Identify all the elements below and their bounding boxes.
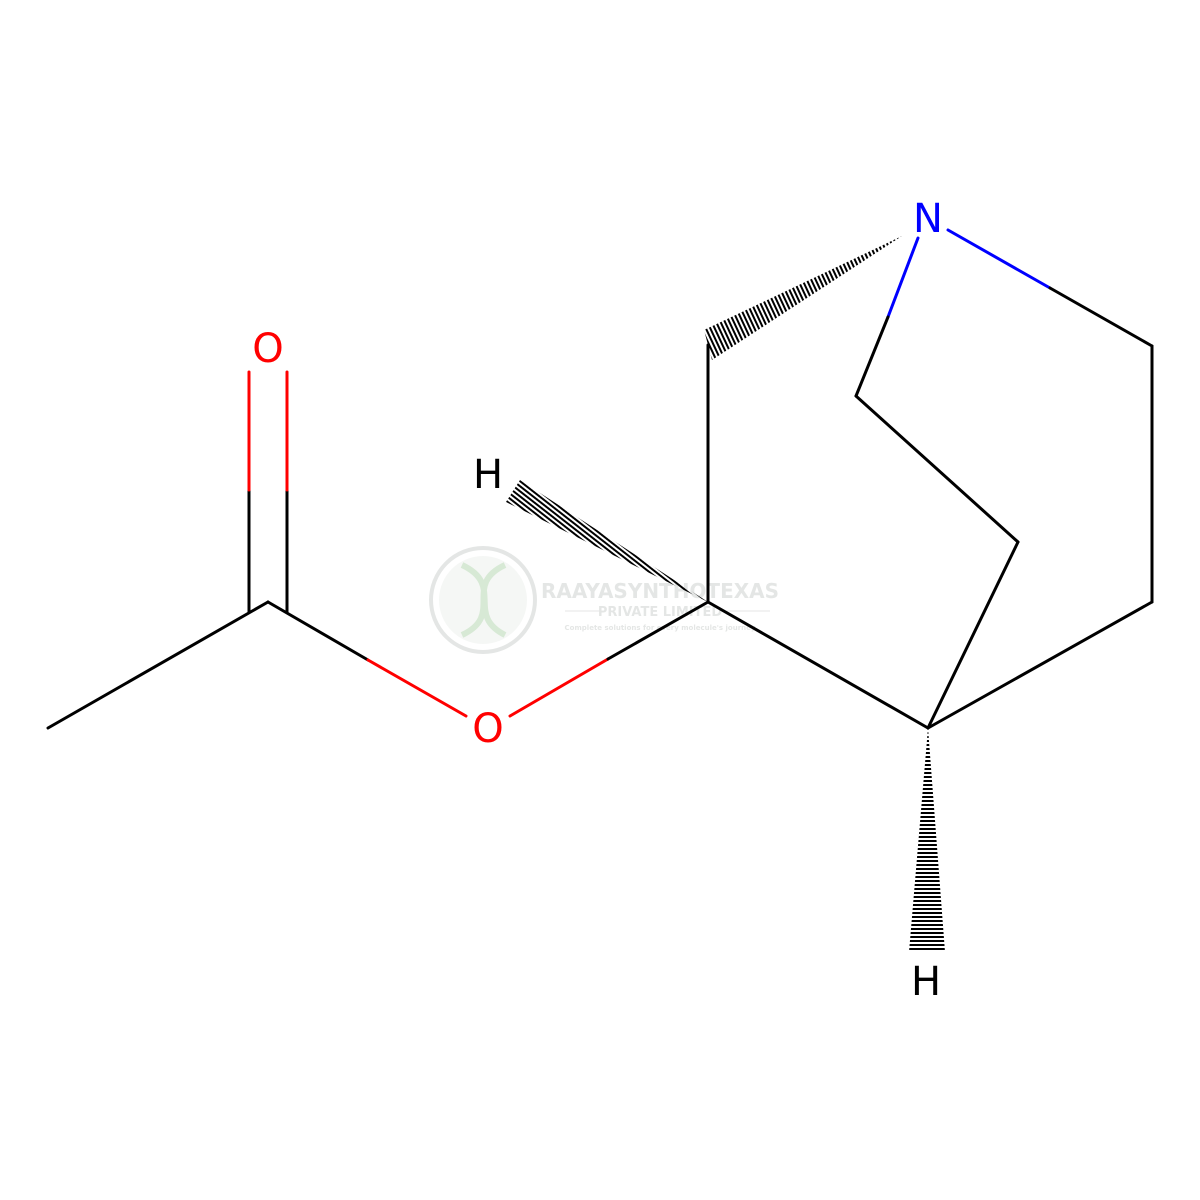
bond-oester-c3-red — [508, 657, 610, 718]
hashed-bond-c4-h — [909, 728, 945, 952]
watermark: RAAYASYNTHOTEXAS PRIVATE LIMITED Complet… — [429, 546, 779, 654]
atom-h-lower: H — [911, 959, 941, 1005]
watermark-logo — [429, 546, 537, 654]
watermark-subtitle: PRIVATE LIMITED — [598, 605, 723, 620]
bond-c3-c4 — [706, 600, 930, 730]
bond-n-c6-black — [1048, 286, 1154, 348]
bonds — [46, 228, 1154, 730]
atom-o-ester: O — [472, 706, 503, 752]
bond-carbonyl-oester-red — [366, 658, 468, 718]
bond-n-c7-black — [854, 315, 890, 398]
bond-n-c6-blue — [946, 228, 1052, 290]
stereo-bonds — [506, 236, 945, 952]
bond-oester-c3-black — [606, 600, 710, 661]
atom-labels: N O O H H — [252, 196, 943, 1005]
bond-methyl-carbonyl — [46, 600, 270, 730]
bond-c8-c4 — [926, 540, 1020, 730]
bond-c5-c4 — [926, 600, 1154, 730]
hashed-bond-c3-h — [506, 480, 708, 602]
dna-icon — [460, 562, 507, 638]
bond-c7-c8 — [854, 394, 1020, 544]
atom-h-upper: H — [473, 452, 503, 498]
bond-carbonyl-oester-black — [266, 600, 370, 662]
bond-n-c7-blue — [886, 236, 920, 319]
atom-n: N — [913, 196, 943, 242]
atom-o-carbonyl: O — [252, 326, 283, 372]
hashed-bond-c2-n — [704, 236, 902, 360]
watermark-company: RAAYASYNTHOTEXAS — [541, 579, 779, 603]
